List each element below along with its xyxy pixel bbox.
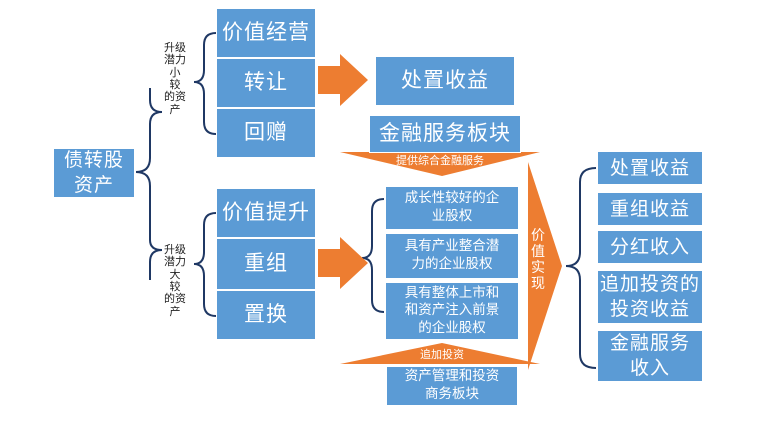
outcome-5-line2: 收入 (629, 357, 670, 379)
outcome-4-line2: 投资收益 (609, 298, 690, 320)
upper-item-value-operation: 价值经营 (216, 8, 316, 58)
root-label-line1: 债转股 (63, 149, 124, 172)
lower-banner-label: 追加投资 (420, 348, 464, 361)
upper-caption-4: 的资 (164, 90, 186, 104)
upper-item-gift: 回赠 (216, 108, 316, 158)
target-2-line1: 具有产业整合潜 (404, 238, 500, 255)
lower-item-restructure: 重组 (216, 238, 316, 290)
upper-caption-2: 潜力小 (164, 53, 186, 79)
lower-item-value-upgrade: 价值提升 (216, 188, 316, 238)
target-listing-equity: 具有整体上市和 和资产注入前景 的企业股权 (385, 282, 519, 340)
target-growth-equity: 成长性较好的企 业股权 (385, 186, 519, 230)
asset-platform-line1: 资产管理和投资 (404, 368, 500, 385)
lower-caption-1: 升级 (164, 243, 186, 256)
outcome-additional-investment-income: 追加投资的 投资收益 (597, 270, 703, 324)
value-realization-label: 价 值 实 现 (528, 228, 548, 292)
asset-management-platform: 资产管理和投资 商务板块 (386, 366, 518, 406)
upper-caption-1: 升级 (164, 41, 186, 54)
upper-caption-5: 产 (169, 102, 181, 116)
outcome-restructure-income: 重组收益 (597, 192, 703, 226)
root-debt-equity-asset: 债转股 资产 (53, 148, 135, 198)
lower-item-swap: 置换 (216, 290, 316, 340)
upper-item-transfer: 转让 (216, 58, 316, 108)
upper-banner-label: 提供综合金融服务 (396, 154, 484, 167)
upper-arrow (318, 54, 368, 106)
target-2-line2: 力的企业股权 (411, 256, 493, 272)
value-char-3: 实 (531, 260, 545, 277)
lower-caption-2: 潜力大 (164, 255, 186, 281)
lower-caption-5: 产 (169, 304, 181, 318)
upper-banner-shape (340, 152, 540, 176)
outcome-financial-service-income: 金融服务 收入 (597, 330, 703, 382)
value-char-2: 值 (531, 244, 545, 261)
target-3-line1: 具有整体上市和 (404, 284, 500, 301)
value-char-1: 价 (531, 228, 545, 244)
outcome-dividend-income: 分红收入 (597, 230, 703, 264)
outcome-5-line1: 金融服务 (609, 332, 690, 355)
lower-banner-shape (340, 343, 540, 364)
root-label-line2: 资产 (73, 174, 114, 196)
target-3-line2: 和资产注入前景 (404, 302, 500, 319)
outcome-4-line1: 追加投资的 (599, 273, 700, 296)
upper-result-disposal-income: 处置收益 (375, 56, 515, 106)
upper-branch-caption: 升级 潜力小 较 的资 产 (160, 41, 190, 116)
value-arrow-shape (528, 162, 562, 370)
asset-platform-line2: 商务板块 (425, 386, 479, 402)
target-3-line3: 的企业股权 (418, 319, 486, 336)
lower-branch-caption: 升级 潜力大 较 的资 产 (160, 243, 190, 318)
lower-arrow (318, 237, 368, 289)
lower-caption-3: 较 (169, 279, 181, 293)
financial-services-platform: 金融服务板块 (369, 115, 521, 153)
lower-caption-4: 的资 (164, 292, 186, 306)
target-1-line1: 成长性较好的企 (404, 190, 500, 207)
outcome-disposal-income: 处置收益 (597, 151, 703, 185)
target-1-line2: 业股权 (431, 208, 473, 224)
target-integration-equity: 具有产业整合潜 力的企业股权 (385, 233, 519, 279)
value-char-4: 现 (531, 276, 545, 293)
upper-caption-3: 较 (169, 77, 181, 91)
